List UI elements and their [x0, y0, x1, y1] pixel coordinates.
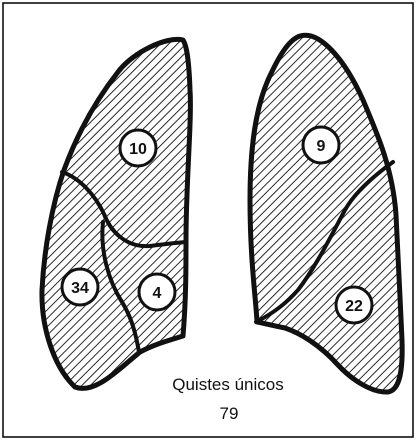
count-badge-right-upper: 10 [120, 130, 156, 166]
caption-total: 79 [220, 404, 239, 423]
count-right-middle: 4 [153, 285, 162, 302]
left-lung [250, 35, 402, 392]
count-badge-left-lower: 22 [336, 287, 372, 323]
caption-title: Quistes únicos [172, 375, 284, 394]
count-right-lower: 34 [71, 280, 89, 297]
right-lung [42, 39, 190, 388]
count-left-lower: 22 [345, 298, 363, 315]
count-left-upper: 9 [317, 138, 326, 155]
count-badge-right-middle: 4 [139, 274, 175, 310]
count-badge-left-upper: 9 [303, 127, 339, 163]
count-right-upper: 10 [129, 141, 147, 158]
count-badge-right-lower: 34 [62, 269, 98, 305]
